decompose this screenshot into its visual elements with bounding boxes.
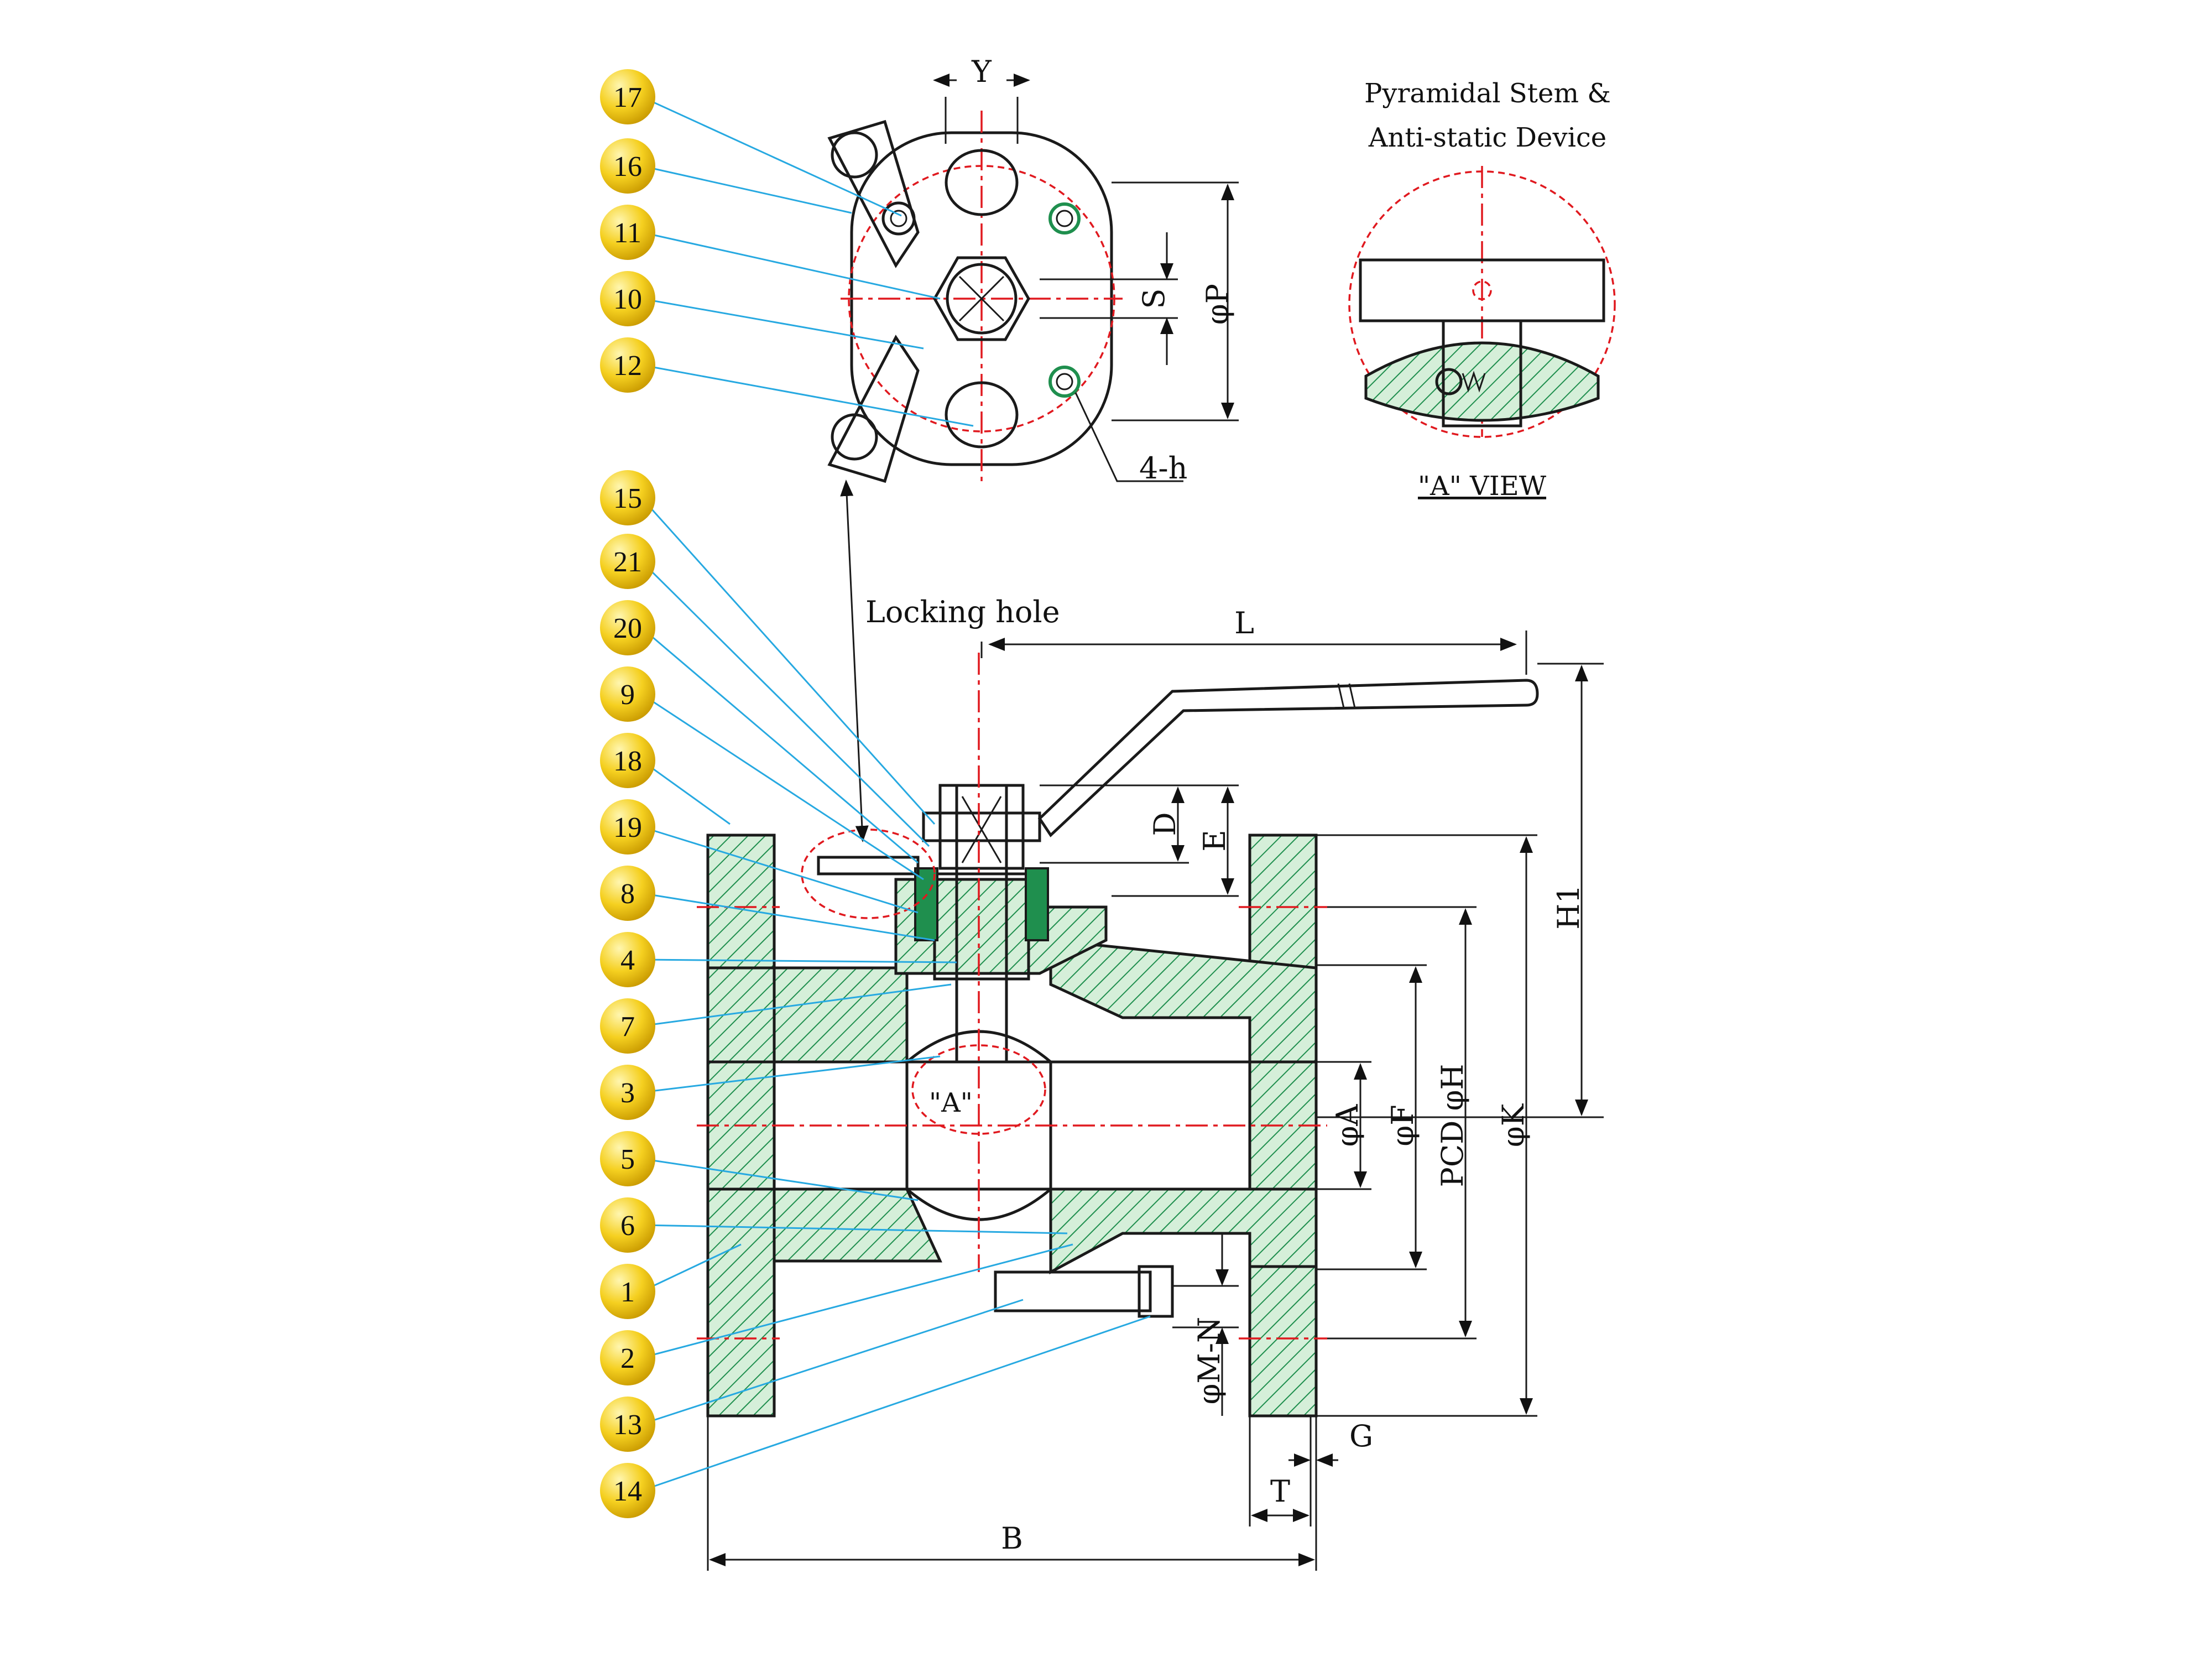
badge-16: 16 bbox=[600, 138, 655, 194]
text-labels: Pyramidal Stem & Anti-static Device "A" … bbox=[865, 54, 1611, 1556]
svg-text:4: 4 bbox=[620, 945, 635, 976]
svg-text:19: 19 bbox=[613, 812, 642, 843]
badge-15: 15 bbox=[600, 470, 655, 525]
svg-text:9: 9 bbox=[620, 679, 635, 711]
svg-text:13: 13 bbox=[613, 1409, 642, 1441]
dim-e: E bbox=[1197, 830, 1232, 851]
leader-lines bbox=[640, 96, 1151, 1492]
dim-l: L bbox=[1234, 606, 1254, 640]
svg-text:11: 11 bbox=[614, 217, 641, 249]
dim-mn: φM-N bbox=[1192, 1317, 1227, 1405]
svg-text:15: 15 bbox=[613, 483, 642, 514]
badge-7: 7 bbox=[600, 998, 655, 1054]
detail-view-label: "A" VIEW bbox=[1418, 471, 1547, 502]
svg-text:12: 12 bbox=[613, 350, 642, 382]
badge-4: 4 bbox=[600, 932, 655, 987]
dim-s: S bbox=[1136, 289, 1171, 309]
front-section-view bbox=[697, 480, 1604, 1571]
svg-text:7: 7 bbox=[620, 1011, 635, 1043]
view-a-marker: "A" bbox=[929, 1087, 973, 1118]
badge-19: 19 bbox=[600, 799, 655, 855]
svg-text:1: 1 bbox=[620, 1277, 635, 1308]
badge-20: 20 bbox=[600, 600, 655, 655]
svg-text:16: 16 bbox=[613, 151, 642, 183]
badge-21: 21 bbox=[600, 534, 655, 589]
svg-text:17: 17 bbox=[613, 82, 642, 113]
svg-text:2: 2 bbox=[620, 1343, 635, 1374]
svg-text:10: 10 bbox=[613, 284, 642, 315]
dim-pcd: PCD φH bbox=[1435, 1064, 1470, 1187]
detail-title-line2: Anti-static Device bbox=[1368, 122, 1606, 153]
part-badges: 17 16 11 10 12 15 21 20 9 18 19 8 4 7 3 … bbox=[600, 69, 655, 1518]
badge-1: 1 bbox=[600, 1264, 655, 1319]
badge-13: 13 bbox=[600, 1397, 655, 1452]
badge-17: 17 bbox=[600, 69, 655, 124]
dim-y: Y bbox=[971, 54, 992, 89]
badge-2: 2 bbox=[600, 1330, 655, 1385]
dim-t: T bbox=[1270, 1474, 1290, 1509]
badge-9: 9 bbox=[600, 666, 655, 722]
badge-12: 12 bbox=[600, 337, 655, 393]
dim-4h: 4-h bbox=[1139, 451, 1187, 486]
badge-3: 3 bbox=[600, 1065, 655, 1120]
detail-a-view bbox=[1348, 166, 1616, 438]
svg-text:3: 3 bbox=[620, 1077, 635, 1109]
badge-18: 18 bbox=[600, 733, 655, 788]
dim-b: B bbox=[1001, 1521, 1023, 1556]
badge-6: 6 bbox=[600, 1197, 655, 1253]
svg-text:8: 8 bbox=[620, 878, 635, 910]
detail-title-line1: Pyramidal Stem & bbox=[1364, 78, 1611, 109]
dim-h1: H1 bbox=[1551, 884, 1586, 929]
locking-hole-label: Locking hole bbox=[865, 595, 1060, 629]
badge-8: 8 bbox=[600, 866, 655, 921]
top-view bbox=[827, 74, 1239, 483]
badge-5: 5 bbox=[600, 1131, 655, 1186]
svg-text:5: 5 bbox=[620, 1144, 635, 1175]
dim-a: φA bbox=[1330, 1104, 1365, 1147]
svg-text:6: 6 bbox=[620, 1210, 635, 1242]
badge-14: 14 bbox=[600, 1463, 655, 1518]
svg-text:18: 18 bbox=[613, 746, 642, 777]
dim-k: φK bbox=[1496, 1103, 1531, 1147]
badge-10: 10 bbox=[600, 271, 655, 326]
dim-f: φF bbox=[1385, 1104, 1420, 1146]
badge-11: 11 bbox=[600, 205, 655, 260]
svg-text:21: 21 bbox=[613, 546, 642, 578]
svg-text:14: 14 bbox=[613, 1476, 642, 1507]
svg-text:20: 20 bbox=[613, 613, 642, 644]
dim-d: D bbox=[1147, 812, 1182, 836]
dim-p: φP bbox=[1200, 284, 1235, 325]
dim-g: G bbox=[1349, 1419, 1373, 1453]
